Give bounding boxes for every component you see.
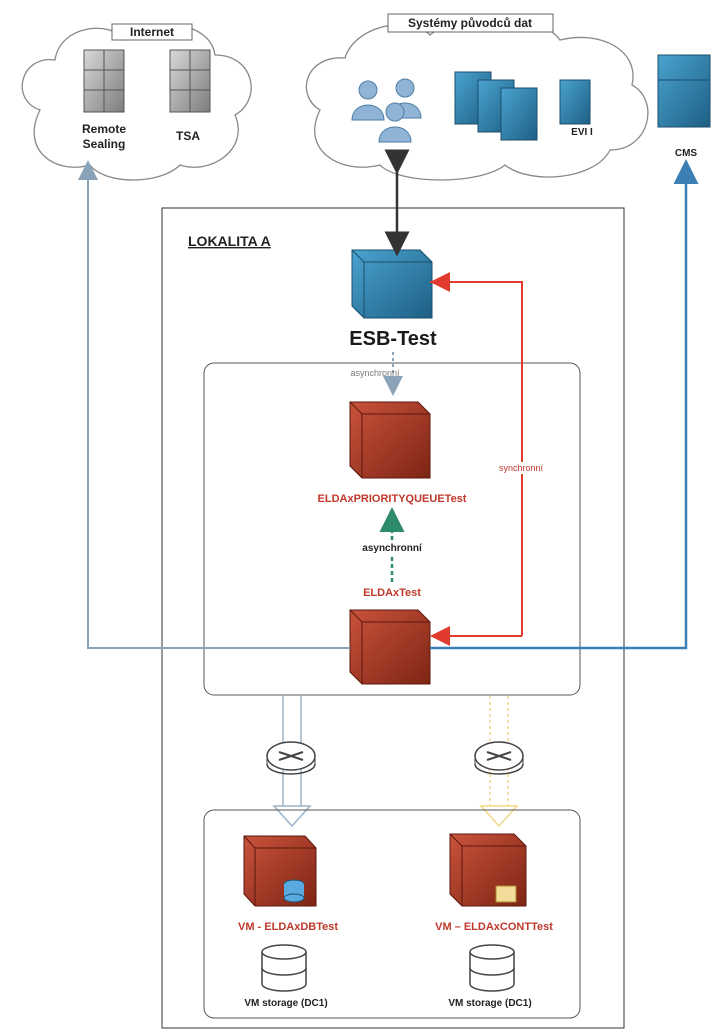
evi-label: EVI I [571, 127, 593, 138]
router-icon-right [474, 741, 524, 775]
cms-label: CMS [675, 148, 698, 159]
users-icon [351, 78, 422, 143]
vm-db-server-icon [243, 835, 317, 907]
remote-sealing-server-icon [83, 49, 125, 113]
db-flow-arrow [272, 696, 312, 828]
source-server-cluster-icon [454, 71, 538, 141]
eldax-label: ELDAxTest [363, 587, 421, 599]
storage-cylinder-icon-left [261, 944, 307, 992]
router-icon-left [266, 741, 316, 775]
storage-left-label: VM storage (DC1) [244, 998, 327, 1009]
tsa-label: TSA [176, 129, 200, 143]
eldax-queue-link-label: asynchronní [362, 543, 423, 554]
eldax-server-icon [349, 609, 431, 685]
storage-group-frame [203, 809, 581, 1019]
storage-cylinder-icon-right [469, 944, 515, 992]
source-systems-title: Systémy původců dat [408, 16, 532, 30]
tsa-server-icon [169, 49, 211, 113]
esb-eldax-link-label: synchronní [499, 463, 544, 473]
vm-cont-server-icon [449, 833, 527, 907]
priority-queue-label: ELDAxPRIORITYQUEUETest [318, 493, 467, 505]
internet-title: Internet [130, 25, 174, 39]
vm-cont-label: VM – ELDAxCONTTest [435, 921, 553, 933]
remote-sealing-label-line2: Sealing [83, 137, 126, 151]
app-group-frame [203, 362, 581, 696]
eldax-cms-link [430, 159, 699, 650]
eldax-internet-link [78, 160, 350, 649]
evi-server-icon [559, 79, 591, 125]
priority-queue-server-icon [349, 401, 431, 479]
internet-cloud: Internet Remote Sealing TSA [21, 23, 252, 181]
remote-sealing-label: Remote [82, 122, 126, 136]
esb-queue-link-label: asynchronní [350, 368, 400, 378]
storage-right-label: VM storage (DC1) [448, 998, 531, 1009]
sync-red-top [430, 281, 523, 636]
vm-db-label: VM - ELDAxDBTest [238, 921, 338, 933]
esb-server-icon [351, 249, 433, 319]
site-title: LOKALITA A [188, 233, 271, 249]
cms-server-icon [657, 54, 711, 128]
source-systems-cloud: Systémy původců dat EVI I [305, 13, 649, 181]
esb-label: ESB-Test [349, 328, 437, 350]
